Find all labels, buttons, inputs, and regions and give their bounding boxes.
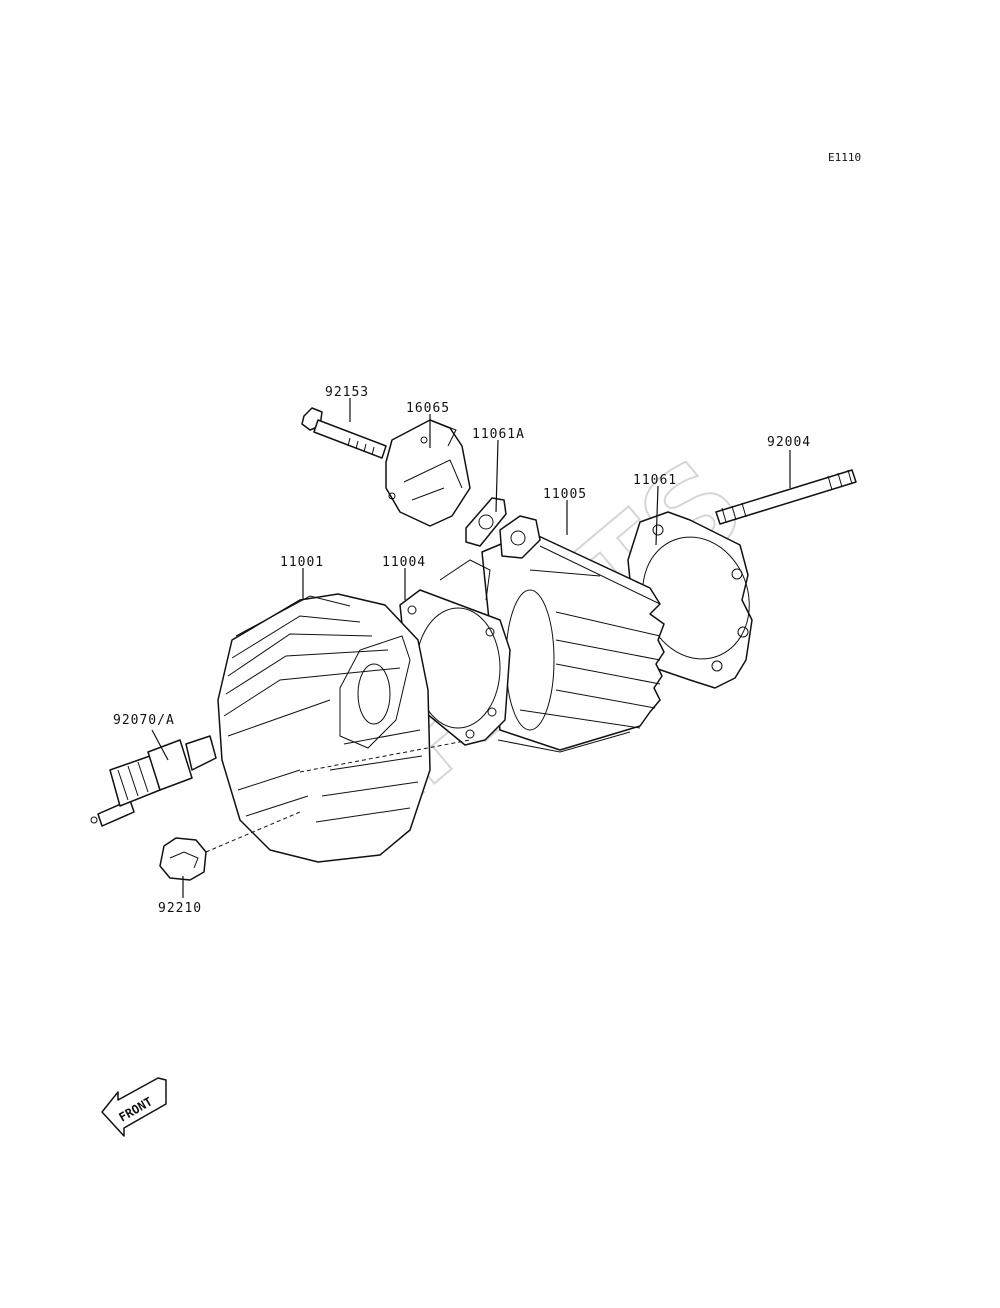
stud-92004[interactable] bbox=[715, 469, 857, 525]
label-92153: 92153 bbox=[325, 385, 369, 400]
label-11001: 11001 bbox=[280, 555, 324, 570]
cylinder-head-11001[interactable] bbox=[217, 593, 431, 863]
label-16065: 16065 bbox=[406, 401, 450, 416]
leader-lines bbox=[151, 398, 791, 898]
bolt-92153[interactable] bbox=[301, 407, 387, 459]
label-92210: 92210 bbox=[158, 901, 202, 916]
label-11061: 11061 bbox=[633, 473, 677, 488]
spark-plug-92070A[interactable] bbox=[90, 735, 217, 827]
diagram-code: E1110 bbox=[828, 151, 861, 164]
label-92004: 92004 bbox=[767, 435, 811, 450]
label-92070A: 92070/A bbox=[113, 713, 175, 728]
label-11005: 11005 bbox=[543, 487, 587, 502]
cylinder-11005[interactable] bbox=[481, 515, 665, 753]
label-11061A: 11061A bbox=[472, 427, 525, 442]
front-arrow-icon: FRONT bbox=[101, 1077, 167, 1137]
label-11004: 11004 bbox=[382, 555, 426, 570]
nut-92210[interactable] bbox=[159, 837, 207, 881]
intake-joint-16065[interactable] bbox=[385, 419, 471, 527]
